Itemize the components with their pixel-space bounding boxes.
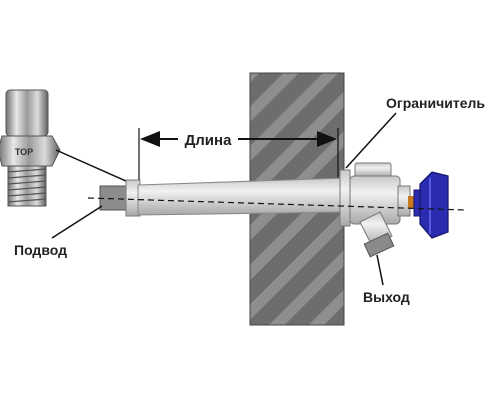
handle (413, 171, 449, 239)
outlet-leader-line (376, 254, 384, 286)
outlet-spout (359, 211, 395, 258)
threaded-fitting-image: TOP (0, 89, 61, 207)
limiter-leader-line (345, 112, 397, 169)
length-label: Длина (185, 132, 232, 149)
fitting-leader-line (55, 149, 129, 183)
inlet-label: Подвод (14, 242, 67, 258)
valve-body (349, 162, 414, 225)
limiter-label: Ограничитель (386, 95, 485, 111)
inlet-leader-line (51, 205, 103, 239)
faucet-pipe (137, 177, 347, 216)
fitting-stamp: TOP (15, 147, 33, 157)
limiter-flange (339, 169, 351, 227)
length-dimension: Длина (138, 128, 339, 182)
center-axis-line (87, 197, 466, 211)
outlet-label: Выход (363, 289, 410, 305)
